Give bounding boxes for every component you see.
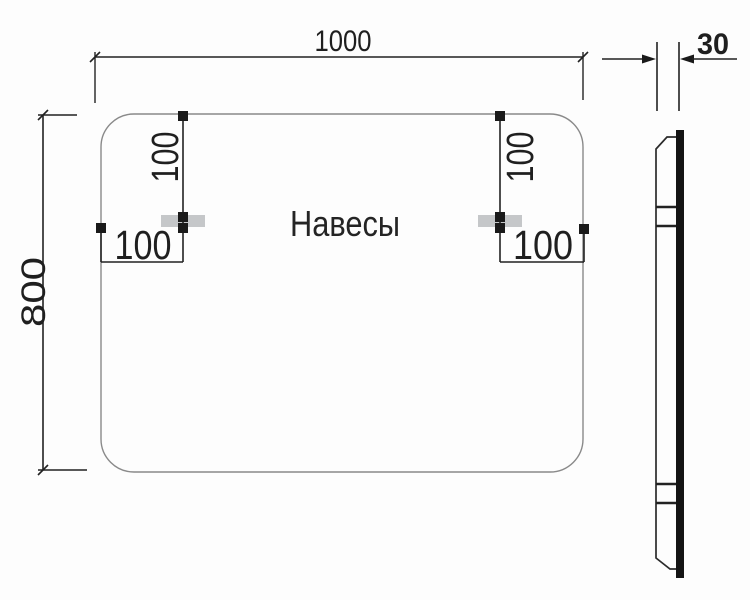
dimension-marker <box>495 223 505 233</box>
dimension-marker <box>96 223 106 233</box>
dimension-marker <box>178 223 188 233</box>
height-tick-bottom <box>37 464 49 476</box>
hangers-label: Навесы <box>290 203 400 244</box>
right-hanger-side-offset-value: 100 <box>513 222 573 268</box>
left-hanger-group: 100 100 <box>96 111 205 268</box>
side-view: 30 <box>602 28 737 578</box>
arrow-right-icon <box>642 54 656 64</box>
side-hanger-band-top <box>656 205 676 228</box>
arrow-left-icon <box>680 54 694 64</box>
dimension-marker <box>178 212 188 222</box>
left-hanger-side-offset-value: 100 <box>115 222 172 268</box>
thickness-dimension-value: 30 <box>697 28 729 61</box>
thickness-dimension: 30 <box>602 28 737 111</box>
side-hanger-band-bottom <box>656 482 676 505</box>
dimension-marker <box>178 111 188 121</box>
width-dimension: 1000 <box>89 25 589 103</box>
front-view: Навесы 1000 800 <box>15 25 589 476</box>
width-dimension-value: 1000 <box>315 25 372 58</box>
glass-profile <box>676 130 684 578</box>
mirror-outline <box>100 113 584 473</box>
height-tick-top <box>37 109 49 121</box>
height-dimension: 800 <box>15 109 87 476</box>
height-dimension-value: 800 <box>15 257 53 327</box>
backing-profile-outline <box>655 136 677 570</box>
right-hanger-top-offset-value: 100 <box>500 132 542 183</box>
left-hanger-top-offset-value: 100 <box>145 132 187 183</box>
dimension-marker <box>579 224 589 234</box>
width-tick-right <box>577 51 589 63</box>
right-hanger-group: 100 100 <box>478 111 589 268</box>
dimension-marker <box>495 212 505 222</box>
dimension-marker <box>495 111 505 121</box>
width-tick-left <box>89 51 101 63</box>
